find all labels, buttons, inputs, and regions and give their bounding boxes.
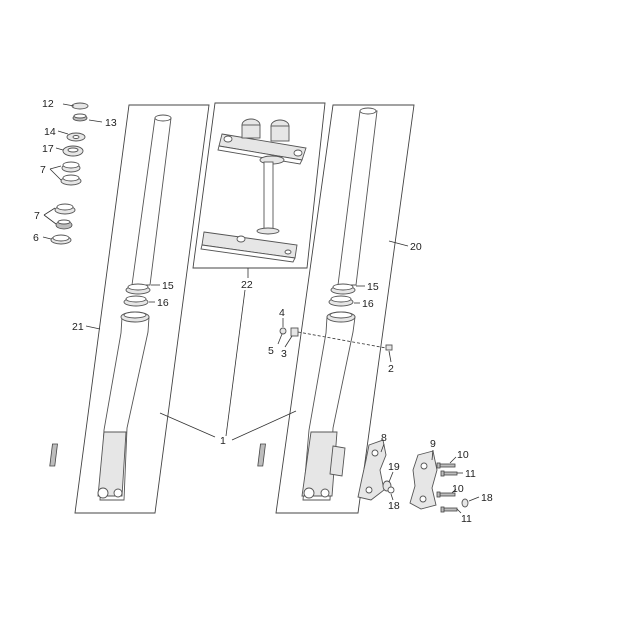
callout-10b: 10 xyxy=(452,483,464,495)
caliper-brackets xyxy=(357,439,469,513)
callout-11a: 11 xyxy=(465,468,476,480)
right-fork-panel xyxy=(275,104,415,514)
callout-18a: 18 xyxy=(481,492,493,504)
callout-12: 12 xyxy=(42,98,54,110)
callout-19: 19 xyxy=(388,461,400,473)
callout-9: 9 xyxy=(430,438,436,450)
callout-2: 2 xyxy=(388,363,394,375)
callout-labels: 12 13 14 17 7 7 6 15 16 21 22 20 15 16 4… xyxy=(33,98,493,525)
callout-5: 5 xyxy=(268,345,274,357)
leader-lines xyxy=(42,103,480,514)
right-fork-assembly xyxy=(257,107,378,501)
callout-16a: 16 xyxy=(157,297,169,309)
left-fork-panel xyxy=(74,104,210,514)
bearing-stack xyxy=(50,102,89,245)
callout-8: 8 xyxy=(381,432,387,444)
callout-21: 21 xyxy=(72,321,84,333)
steering-stem-panel xyxy=(192,102,326,269)
callout-13: 13 xyxy=(105,117,117,129)
callout-14: 14 xyxy=(44,126,56,138)
callout-10a: 10 xyxy=(457,449,469,461)
steering-stem-assembly xyxy=(200,118,307,263)
callout-1: 1 xyxy=(220,435,226,447)
callout-18b: 18 xyxy=(388,500,400,512)
callout-22: 22 xyxy=(241,279,253,291)
left-fork-assembly xyxy=(49,114,172,501)
hardware-small xyxy=(279,327,393,351)
callout-17: 17 xyxy=(42,143,54,155)
callout-15b: 15 xyxy=(367,281,379,293)
callout-20: 20 xyxy=(410,241,422,253)
callout-11b: 11 xyxy=(461,513,472,525)
callout-16b: 16 xyxy=(362,298,374,310)
callout-3: 3 xyxy=(281,348,287,360)
callout-4: 4 xyxy=(279,307,285,319)
callout-7b: 7 xyxy=(34,210,40,222)
callout-6: 6 xyxy=(33,232,39,244)
callout-7a: 7 xyxy=(40,164,46,176)
callout-15a: 15 xyxy=(162,280,174,292)
